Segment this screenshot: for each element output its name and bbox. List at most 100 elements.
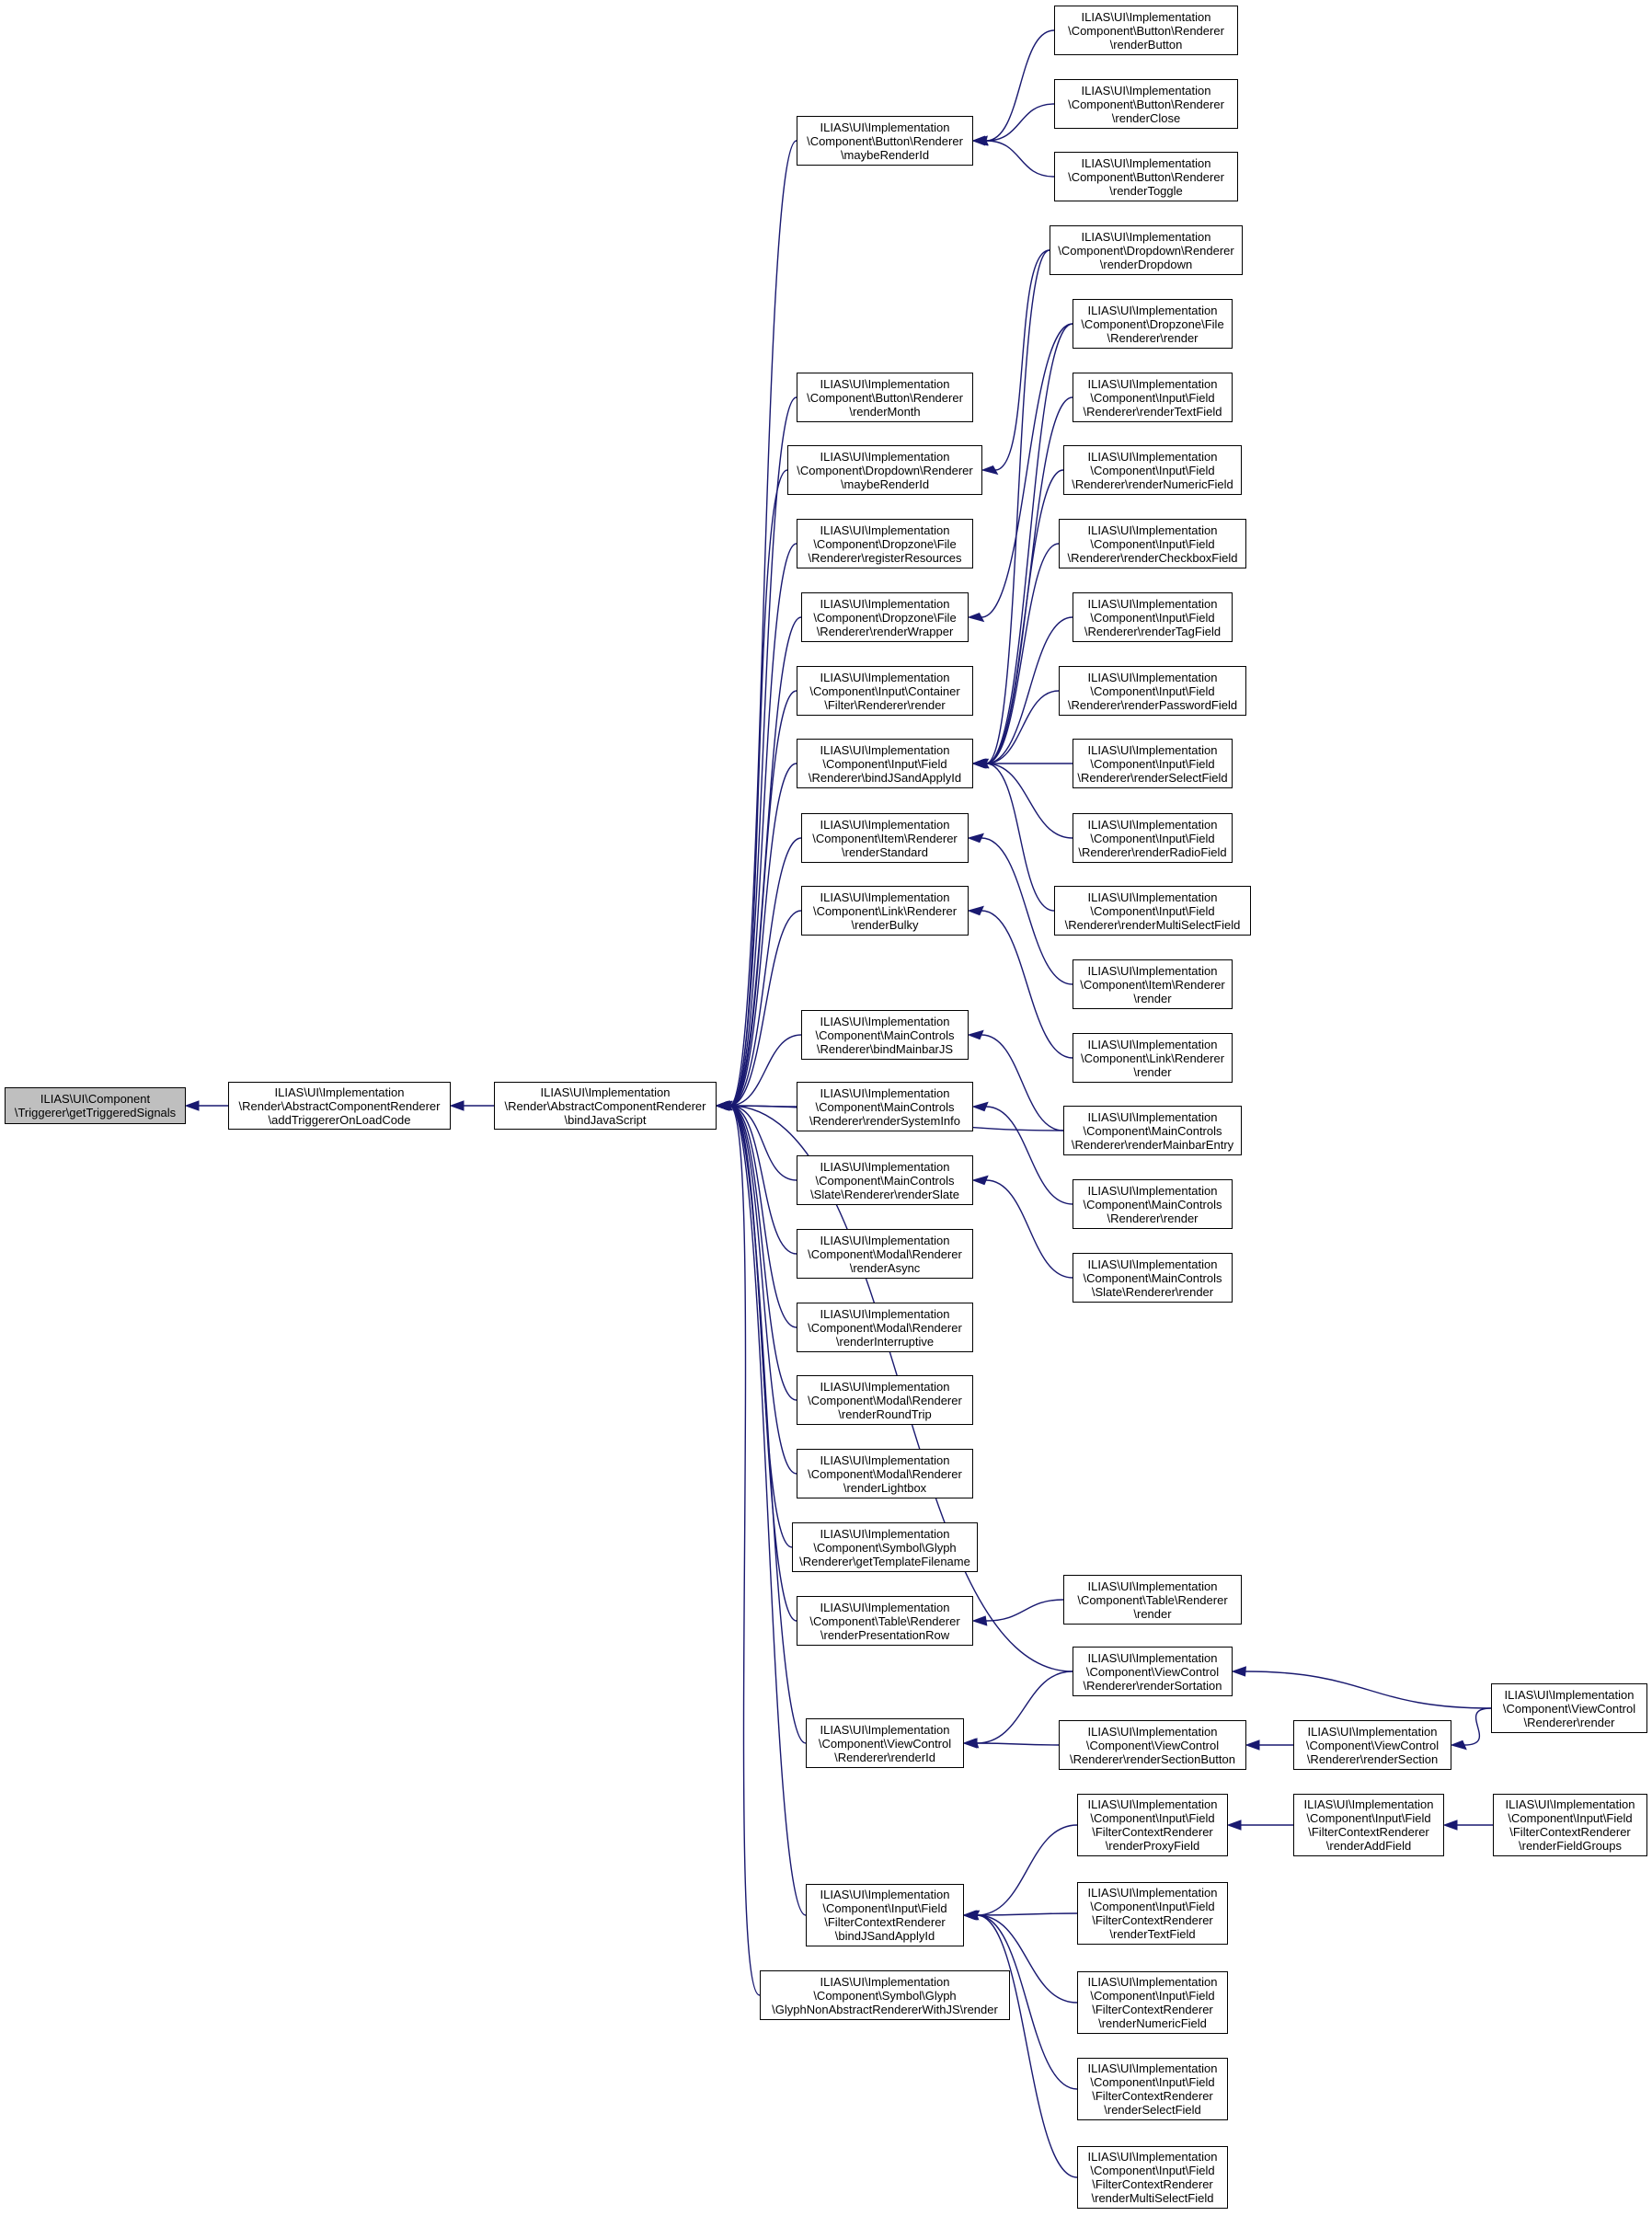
node-dz-reg[interactable]: ILIAS\UI\Implementation\Component\Dropzo… — [797, 519, 973, 568]
node-btn-close[interactable]: ILIAS\UI\Implementation\Component\Button… — [1054, 79, 1238, 129]
node-label-line: ILIAS\UI\Implementation — [820, 1600, 950, 1614]
node-f-pass[interactable]: ILIAS\UI\Implementation\Component\Input\… — [1059, 666, 1246, 716]
node-label-line: \Component\Dropzone\File — [1081, 316, 1224, 331]
node-mc-entry[interactable]: ILIAS\UI\Implementation\Component\MainCo… — [1063, 1106, 1242, 1155]
node-f-text[interactable]: ILIAS\UI\Implementation\Component\Input\… — [1073, 373, 1233, 422]
node-add-trig[interactable]: ILIAS\UI\Implementation\Render\AbstractC… — [228, 1082, 451, 1130]
node-label-line: \Renderer\renderPasswordField — [1067, 697, 1238, 712]
node-fc-multi[interactable]: ILIAS\UI\Implementation\Component\Input\… — [1077, 2146, 1228, 2209]
node-filter-render[interactable]: ILIAS\UI\Implementation\Component\Input\… — [797, 666, 973, 716]
arrow-head-icon — [971, 1175, 989, 1186]
node-btn-toggle[interactable]: ILIAS\UI\Implementation\Component\Button… — [1054, 152, 1238, 201]
node-vc-render[interactable]: ILIAS\UI\Implementation\Component\ViewCo… — [1491, 1683, 1647, 1733]
node-label-line: \Component\Input\Field — [1090, 903, 1215, 918]
node-f-multi[interactable]: ILIAS\UI\Implementation\Component\Input\… — [1054, 886, 1251, 936]
node-label-line: \Component\Input\Container — [809, 683, 960, 698]
node-label-line: ILIAS\UI\Implementation — [1504, 1687, 1635, 1702]
node-f-check[interactable]: ILIAS\UI\Implementation\Component\Input\… — [1059, 519, 1246, 568]
node-label-line: \renderNumericField — [1098, 2016, 1207, 2030]
arrow-head-icon — [1450, 1740, 1467, 1751]
node-label-line: \Component\Dropzone\File — [813, 536, 957, 551]
node-fc-select[interactable]: ILIAS\UI\Implementation\Component\Input\… — [1077, 2058, 1228, 2120]
node-vc-sec-btn[interactable]: ILIAS\UI\Implementation\Component\ViewCo… — [1059, 1720, 1246, 1770]
node-label-line: \Renderer\renderSystemInfo — [809, 1113, 961, 1128]
node-link-bulky[interactable]: ILIAS\UI\Implementation\Component\Link\R… — [801, 886, 969, 936]
node-label-line: ILIAS\UI\Implementation — [274, 1085, 405, 1099]
node-label-line: \Component\Item\Renderer — [812, 831, 958, 845]
call-edge — [994, 249, 1050, 471]
node-modal-async[interactable]: ILIAS\UI\Implementation\Component\Modal\… — [797, 1229, 973, 1279]
node-label-line: \Renderer\renderSectionButton — [1070, 1751, 1235, 1766]
node-f-tag[interactable]: ILIAS\UI\Implementation\Component\Input\… — [1073, 592, 1233, 642]
call-edge — [976, 1914, 1078, 2090]
node-vc-id[interactable]: ILIAS\UI\Implementation\Component\ViewCo… — [806, 1718, 964, 1768]
node-mc-render[interactable]: ILIAS\UI\Implementation\Component\MainCo… — [1073, 1179, 1233, 1229]
call-edge — [728, 763, 797, 1107]
node-label-line: \Renderer\renderSelectField — [1077, 770, 1228, 785]
node-label-line: \Slate\Renderer\render — [1091, 1284, 1214, 1299]
node-vc-sort[interactable]: ILIAS\UI\Implementation\Component\ViewCo… — [1073, 1647, 1233, 1696]
node-dz-render[interactable]: ILIAS\UI\Implementation\Component\Dropzo… — [1073, 299, 1233, 349]
node-label-line: \renderAddField — [1325, 1839, 1412, 1853]
node-label-line: ILIAS\UI\Implementation — [1087, 1724, 1218, 1739]
node-field-bind[interactable]: ILIAS\UI\Implementation\Component\Input\… — [797, 739, 973, 788]
node-label-line: ILIAS\UI\Implementation — [820, 1974, 950, 1989]
node-fc-bind[interactable]: ILIAS\UI\Implementation\Component\Input\… — [806, 1884, 964, 1946]
call-edge — [985, 103, 1055, 142]
call-edge — [981, 1034, 1064, 1131]
node-label-line: \Renderer\renderCheckboxField — [1067, 550, 1238, 565]
node-glyph-n-a[interactable]: ILIAS\UI\Implementation\Component\Symbol… — [760, 1970, 1010, 2020]
arrow-head-icon — [184, 1100, 200, 1111]
node-label-line: \renderButton — [1109, 37, 1183, 52]
node-item-render[interactable]: ILIAS\UI\Implementation\Component\Item\R… — [1073, 959, 1233, 1009]
call-edge — [981, 910, 1073, 1059]
node-mc-sys[interactable]: ILIAS\UI\Implementation\Component\MainCo… — [797, 1082, 973, 1131]
node-f-select[interactable]: ILIAS\UI\Implementation\Component\Input\… — [1073, 739, 1233, 788]
node-f-num[interactable]: ILIAS\UI\Implementation\Component\Input\… — [1063, 445, 1242, 495]
node-label-line: ILIAS\UI\Implementation — [540, 1085, 671, 1099]
arrow-head-icon — [1231, 1666, 1246, 1677]
node-mc-bind[interactable]: ILIAS\UI\Implementation\Component\MainCo… — [801, 1010, 969, 1060]
node-label-line: \Renderer\renderWrapper — [816, 624, 954, 638]
node-bind-j-s[interactable]: ILIAS\UI\Implementation\Render\AbstractC… — [494, 1082, 717, 1130]
call-edge — [976, 1742, 1060, 1746]
node-link-render[interactable]: ILIAS\UI\Implementation\Component\Link\R… — [1073, 1033, 1233, 1083]
node-label-line: \FilterContextRenderer — [1092, 2177, 1213, 2191]
node-btn-render[interactable]: ILIAS\UI\Implementation\Component\Button… — [1054, 6, 1238, 55]
node-item-std[interactable]: ILIAS\UI\Implementation\Component\Item\R… — [801, 813, 969, 863]
node-modal-int[interactable]: ILIAS\UI\Implementation\Component\Modal\… — [797, 1303, 973, 1352]
node-label-line: ILIAS\UI\Implementation — [1081, 229, 1211, 244]
node-table-row[interactable]: ILIAS\UI\Implementation\Component\Table\… — [797, 1596, 973, 1646]
node-slate[interactable]: ILIAS\UI\Implementation\Component\MainCo… — [797, 1155, 973, 1205]
node-fc-num[interactable]: ILIAS\UI\Implementation\Component\Input\… — [1077, 1971, 1228, 2034]
node-f-radio[interactable]: ILIAS\UI\Implementation\Component\Input\… — [1073, 813, 1233, 863]
node-fc-add[interactable]: ILIAS\UI\Implementation\Component\Input\… — [1293, 1794, 1444, 1856]
node-modal-l-b[interactable]: ILIAS\UI\Implementation\Component\Modal\… — [797, 1449, 973, 1498]
node-label-line: \Component\Dropdown\Renderer — [797, 463, 973, 477]
node-label-line: \Component\Input\Field — [1090, 1900, 1215, 1913]
node-slate-render[interactable]: ILIAS\UI\Implementation\Component\MainCo… — [1073, 1253, 1233, 1303]
node-fc-text[interactable]: ILIAS\UI\Implementation\Component\Input\… — [1077, 1882, 1228, 1945]
node-btn-month[interactable]: ILIAS\UI\Implementation\Component\Button… — [797, 373, 973, 422]
node-label-line: \Render\AbstractComponentRenderer — [238, 1098, 441, 1113]
node-label-line: \Triggerer\getTriggeredSignals — [14, 1106, 177, 1119]
node-vc-section[interactable]: ILIAS\UI\Implementation\Component\ViewCo… — [1293, 1720, 1451, 1770]
node-label-line: \renderToggle — [1109, 183, 1183, 198]
node-fc-groups[interactable]: ILIAS\UI\Implementation\Component\Input\… — [1493, 1794, 1647, 1856]
node-btn-maybe[interactable]: ILIAS\UI\Implementation\Component\Button… — [797, 116, 973, 166]
call-edge — [1245, 1671, 1492, 1709]
node-modal-r-t[interactable]: ILIAS\UI\Implementation\Component\Modal\… — [797, 1375, 973, 1425]
call-edge — [728, 1105, 797, 1181]
node-fc-proxy[interactable]: ILIAS\UI\Implementation\Component\Input\… — [1077, 1794, 1228, 1856]
node-label-line: \Renderer\render — [1523, 1715, 1615, 1729]
node-table-render[interactable]: ILIAS\UI\Implementation\Component\Table\… — [1063, 1575, 1242, 1625]
node-label-line: \Renderer\getTemplateFilename — [799, 1554, 970, 1568]
call-edge — [728, 469, 788, 1107]
call-edge — [985, 763, 1073, 839]
node-dd-maybe[interactable]: ILIAS\UI\Implementation\Component\Dropdo… — [787, 445, 982, 495]
node-label-line: ILIAS\UI\Implementation — [1087, 1037, 1218, 1051]
node-dd-render[interactable]: ILIAS\UI\Implementation\Component\Dropdo… — [1050, 225, 1243, 275]
node-dz-wrap[interactable]: ILIAS\UI\Implementation\Component\Dropzo… — [801, 592, 969, 642]
node-glyph-tpl[interactable]: ILIAS\UI\Implementation\Component\Symbol… — [792, 1522, 978, 1572]
node-label-line: ILIAS\UI\Implementation — [1087, 1257, 1218, 1271]
